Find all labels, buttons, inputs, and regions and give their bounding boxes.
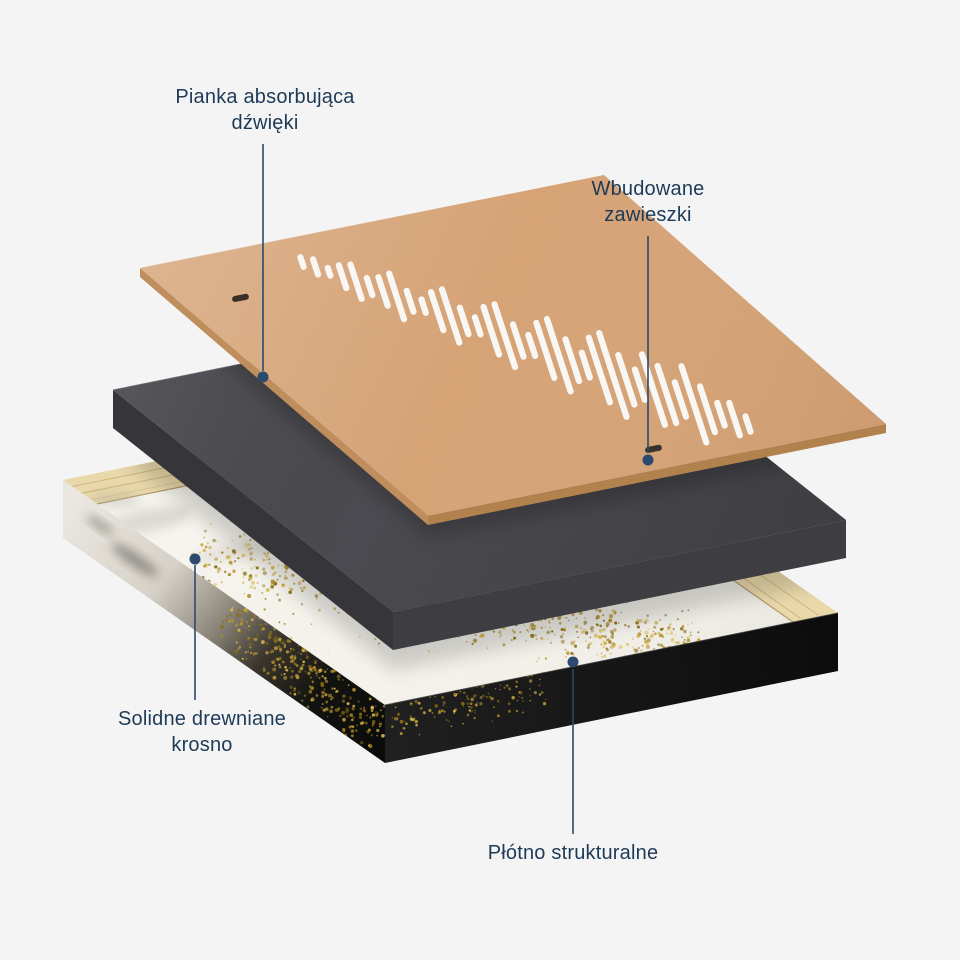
- leader-dot-foam-label: [258, 372, 269, 383]
- waveform-slot: [300, 257, 303, 267]
- label-foam-layer: Pianka absorbująca dźwięki: [115, 84, 415, 136]
- leader-dot-hangers-label: [643, 455, 654, 466]
- leader-dot-canvas-label: [568, 657, 579, 668]
- waveform-slot: [422, 300, 426, 313]
- label-wooden-frame: Solidne drewniane krosno: [52, 706, 352, 758]
- label-canvas: Płótno strukturalne: [423, 840, 723, 866]
- label-hangers: Wbudowane zawieszki: [498, 176, 798, 228]
- leader-dot-frame-label: [190, 554, 201, 565]
- waveform-slot: [328, 268, 331, 276]
